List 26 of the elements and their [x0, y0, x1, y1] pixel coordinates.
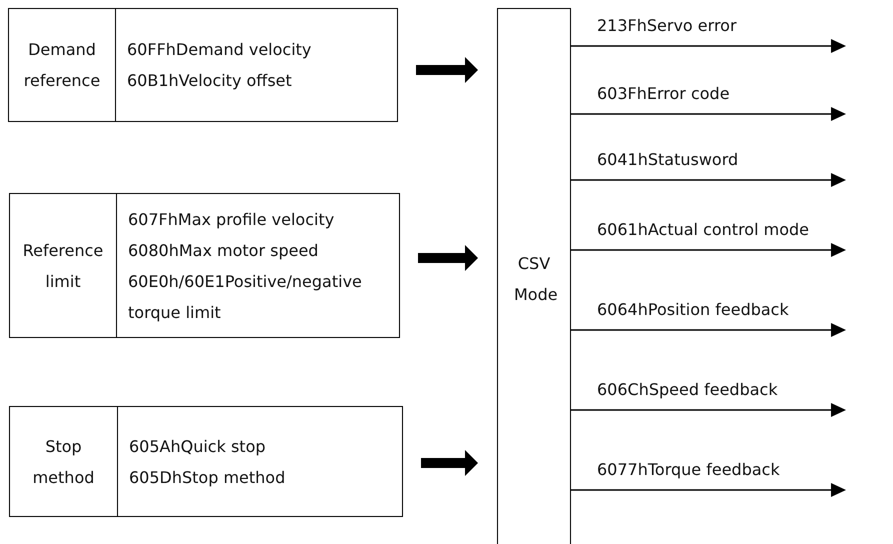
arrow [571, 483, 846, 497]
group-title: Reference limit [10, 194, 117, 337]
arrow [571, 39, 846, 53]
mode-box [497, 8, 571, 544]
block-arrow [416, 57, 478, 83]
group-title: Stop method [10, 407, 118, 516]
block-arrow [421, 450, 478, 476]
parameter-text: 60E0h/60E1Positive/negative torque limit [128, 270, 363, 324]
parameter-text: 605AhQuick stop [129, 436, 267, 458]
parameter-box [8, 8, 398, 122]
parameter-text: 60B1hVelocity offset [127, 70, 293, 92]
parameter-box [9, 406, 403, 517]
edge-label: 6077hTorque feedback [597, 460, 780, 480]
parameter-text: 6080hMax motor speed [128, 240, 320, 262]
parameter-box [9, 193, 400, 338]
parameter-text: 605DhStop method [129, 466, 286, 488]
block-arrow [418, 245, 478, 271]
parameter-text: 607FhMax profile velocity [128, 208, 336, 230]
arrow [571, 243, 846, 257]
parameter-text: 60FFhDemand velocity [127, 39, 312, 61]
arrow [571, 107, 846, 121]
arrow [571, 323, 846, 337]
group-title: Demand reference [9, 9, 116, 121]
edge-label: 606ChSpeed feedback [597, 380, 778, 400]
arrow [571, 403, 846, 417]
arrow [571, 173, 846, 187]
